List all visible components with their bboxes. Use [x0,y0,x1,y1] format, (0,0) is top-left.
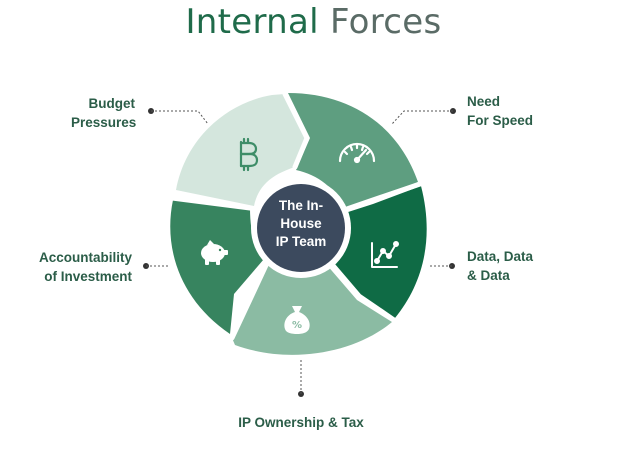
piggy-bank-icon [201,240,228,265]
label-data: Data, Data & Data [467,247,533,285]
label-tax: IP Ownership & Tax [200,413,402,432]
money-bag-icon: % [284,306,310,334]
connector-speed [391,108,456,125]
title-word-1: Internal [185,2,319,42]
label-line: Accountability [38,250,132,265]
svg-text:%: % [292,320,302,331]
segment-separators [169,91,423,341]
center-line: House [280,216,322,231]
label-budget: Budget Pressures [71,94,137,132]
segment-data [330,186,427,318]
connector-tax [298,360,304,397]
line-chart-icon [371,241,399,268]
bitcoin-icon [239,137,259,172]
label-accountability: Accountability of Investment [20,248,132,286]
label-line: Budget [88,96,136,111]
segment-accountability [170,200,264,334]
label-line: of Investment [44,269,132,284]
label-line: IP Ownership & Tax [238,415,364,430]
connector-budget [148,108,209,125]
label-speed: Need For Speed [467,92,533,130]
connector-accountability [143,263,170,269]
connector-data [428,263,455,269]
speedometer-icon [338,142,376,164]
label-line: & Data [467,268,510,283]
label-line: For Speed [467,113,534,128]
center-label: The In- House IP Team [258,197,344,251]
title-word-2: Forces [330,2,442,42]
label-line: Need [467,94,501,109]
segment-tax [232,261,392,355]
label-line: Pressures [71,115,137,130]
center-line: IP Team [275,234,327,249]
page-title: Internal Forces [0,2,627,42]
label-line: Data, Data [467,249,534,264]
center-line: The In- [278,198,324,213]
center-circle [257,184,345,272]
segment-speed [288,93,418,210]
